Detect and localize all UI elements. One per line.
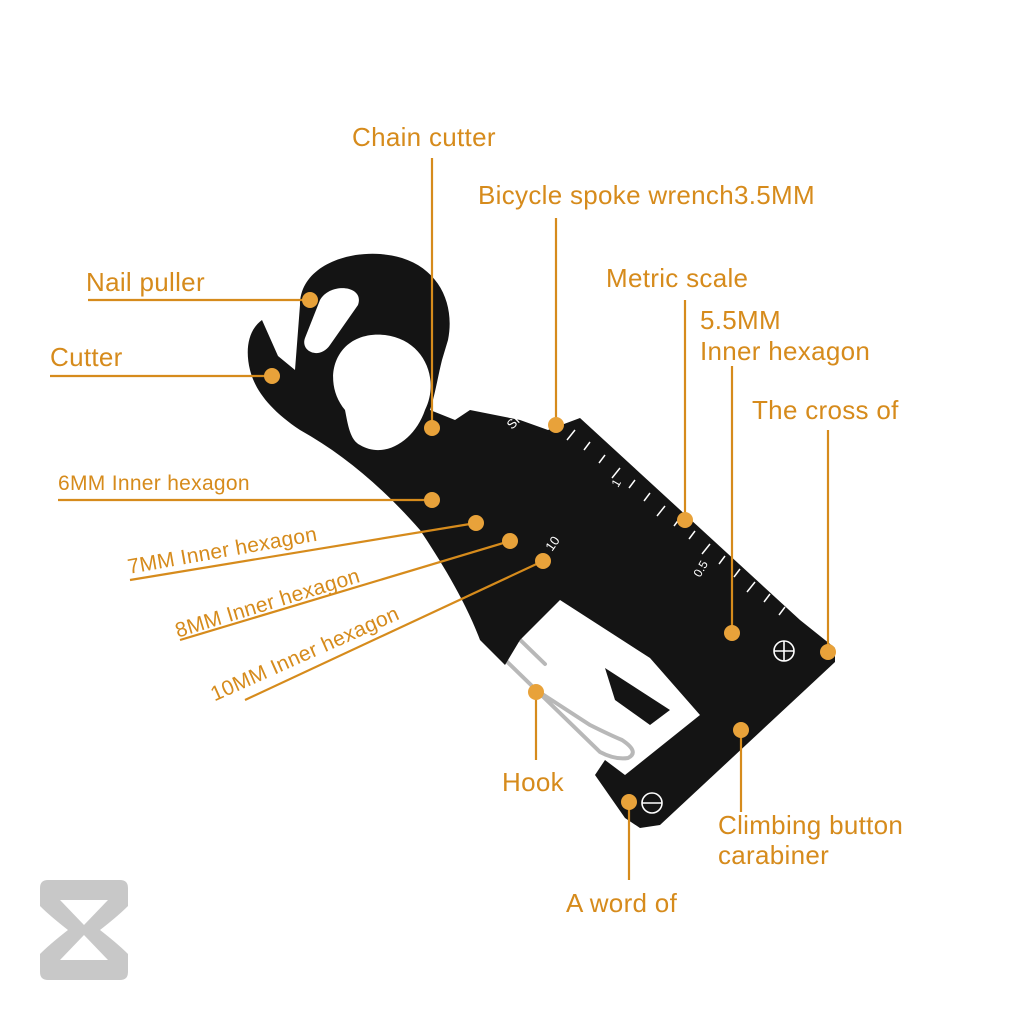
dot-hex-8	[502, 533, 518, 549]
label-hook: Hook	[502, 767, 564, 797]
dot-cutter	[264, 368, 280, 384]
label-climbing-line2: carabiner	[718, 840, 830, 870]
tool-body	[247, 253, 835, 828]
label-word: A word of	[566, 888, 678, 918]
label-climbing-line1: Climbing button	[718, 810, 904, 840]
label-metric-scale: Metric scale	[606, 263, 749, 293]
dot-spoke-wrench	[548, 417, 564, 433]
dot-hex-6	[424, 492, 440, 508]
dot-hex-5-5	[724, 625, 740, 641]
bowtie-logo-icon	[40, 880, 128, 980]
label-hex-5-5-line1: 5.5MM	[700, 305, 781, 335]
dot-chain-cutter	[424, 420, 440, 436]
multi-tool: SPOKE 10 1 0.5	[247, 253, 835, 828]
dot-hook	[528, 684, 544, 700]
label-hex-5-5-line2: Inner hexagon	[700, 336, 871, 366]
label-cutter: Cutter	[50, 342, 123, 372]
dot-hex-7	[468, 515, 484, 531]
metric-scale-ticks	[566, 429, 786, 616]
label-hex-6: 6MM Inner hexagon	[58, 472, 250, 495]
callout-dots	[264, 292, 836, 810]
dot-metric-scale	[677, 512, 693, 528]
label-chain-cutter: Chain cutter	[352, 122, 496, 152]
dot-climbing	[733, 722, 749, 738]
dot-nail-puller	[302, 292, 318, 308]
leader-lines	[50, 158, 830, 880]
label-spoke-wrench: Bicycle spoke wrench3.5MM	[478, 180, 815, 210]
dot-word	[621, 794, 637, 810]
dot-hex-10	[535, 553, 551, 569]
label-nail-puller: Nail puller	[86, 267, 205, 297]
hex-number-marking: 10	[542, 533, 563, 553]
dot-cross	[820, 644, 836, 660]
cross-screwdriver-icon	[773, 640, 795, 662]
flat-screwdriver-icon	[641, 792, 663, 814]
label-cross: The cross of	[752, 395, 899, 425]
